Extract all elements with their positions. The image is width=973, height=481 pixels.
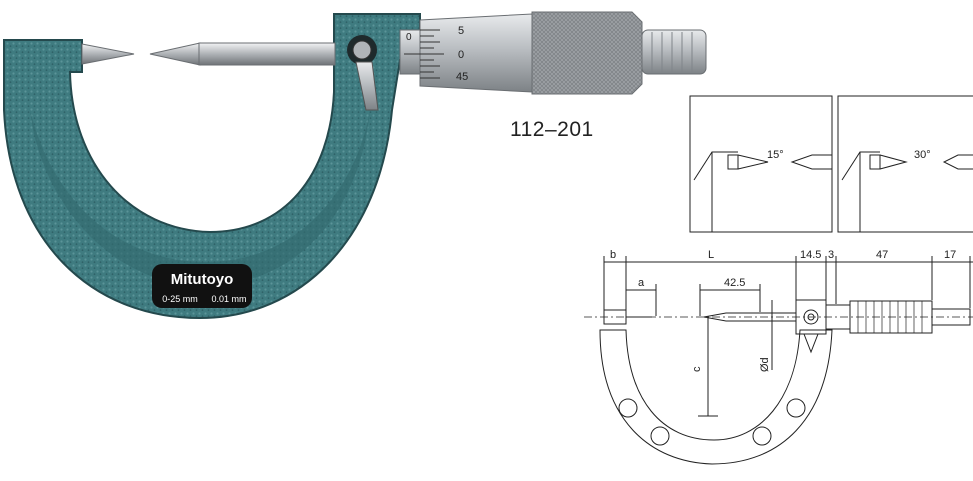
dim-phi-d: Ød <box>759 357 771 372</box>
brand-label <box>152 264 252 308</box>
sleeve-scale-0: 0 <box>406 32 412 43</box>
drawing-frame <box>599 329 833 465</box>
tip-view-15: 15° <box>689 95 833 233</box>
dimension-labels: b L 14.5 3 47 17 a 42.5 c Ød <box>610 249 956 372</box>
thimble-scale-45: 45 <box>456 71 468 83</box>
brand-name: Mitutoyo <box>171 271 233 288</box>
spindle-point <box>149 42 201 66</box>
dim-42-5: 42.5 <box>724 277 745 289</box>
dim-b: b <box>610 249 616 261</box>
thimble-graduations <box>404 29 444 79</box>
model-number: 112–201 <box>510 118 594 141</box>
dim-3: 3 <box>828 249 834 261</box>
angle-30-label: 30° <box>914 149 931 161</box>
angle-15-label: 15° <box>767 149 784 161</box>
anvil-point <box>81 43 135 65</box>
micrometer-photo: 0 5 0 45 Mitutoyo 0-25 mm 0.01 mm <box>3 11 707 320</box>
dim-14-5: 14.5 <box>800 249 821 261</box>
dim-47: 47 <box>876 249 888 261</box>
thimble <box>419 13 533 93</box>
dim-17: 17 <box>944 249 956 261</box>
dimension-drawing <box>584 256 973 465</box>
thimble-scale-5: 5 <box>458 25 464 37</box>
tip-view-30: 30° <box>837 95 973 233</box>
ratchet-stop <box>641 29 707 75</box>
thimble-scale-0: 0 <box>458 49 464 61</box>
dim-L: L <box>708 249 714 261</box>
knurled-grip <box>531 11 643 95</box>
resolution-label: 0.01 mm <box>211 294 246 304</box>
spindle <box>198 42 336 66</box>
frame-recess <box>30 110 370 286</box>
range-label: 0-25 mm <box>162 294 198 304</box>
dim-c: c <box>691 366 703 372</box>
dim-a: a <box>638 277 645 289</box>
